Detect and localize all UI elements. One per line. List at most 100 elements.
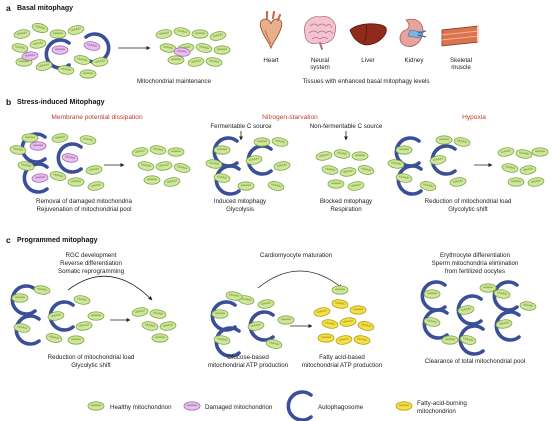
damaged-mitochondrion [61,152,79,164]
erythro-line-1: Erythrocyte differentiation [439,252,511,259]
healthy-mitochondrion [356,163,376,177]
healthy-mitochondrion [10,42,30,54]
fermentable-label: Fermentable C source [210,123,272,130]
healthy-mitochondrion [140,320,160,332]
healthy-mitochondrion [136,160,156,172]
fatty-acid-mitochondrion [331,298,349,310]
healthy-mitochondrion [154,28,174,40]
blocked-caption-1: Blocked mitophagy [319,198,373,205]
blocked-caption-2: Respiration [330,206,362,213]
healthy-mitochondrion [213,45,231,55]
damaged-mitochondrion [31,172,49,184]
healthy-mitochondrion [57,64,75,76]
fatty-acid-mitochondrion [353,334,371,346]
healthy-mitochondrion [257,298,275,310]
membrane-heading: Membrane potential dissipation [51,114,143,121]
rgc-line-3: Somatic reprogramming [57,268,125,275]
tissue-label-heart: Heart [263,57,279,64]
healthy-mitochondrion [205,56,223,68]
curve-arrow-cardio [257,270,343,289]
healthy-mitochondrion [50,132,70,144]
erythro-line-3: from fertilized oocytes [444,268,506,275]
healthy-mitochondrion [225,290,243,302]
nonfermentable-label: Non-fermentable C source [309,123,383,130]
healthy-mitochondrion [331,285,349,295]
healthy-mitochondrion [327,179,345,189]
healthy-mitochondrion [49,29,67,39]
fatty-acid-mitochondrion [312,306,332,318]
induced-caption-2: Glycolysis [226,206,254,213]
healthy-mitochondrion [78,134,98,146]
autophagosome [286,390,313,421]
hypoxia-caption-1: Reduction of mitochondrial load [424,198,512,205]
healthy-mitochondrion [87,401,105,411]
damaged-mitochondrion [51,45,69,55]
healthy-mitochondrion [11,293,29,303]
panel-c-title: Programmed mitophagy [17,237,98,244]
healthy-mitochondrion [85,164,103,176]
erythro-line-2: Sperm mitochondria elimination [431,260,519,267]
healthy-mitochondrion [314,150,334,162]
healthy-mitochondrion [172,161,192,175]
healthy-mitochondrion [387,158,405,170]
heart-icon [259,10,283,50]
healthy-mitochondrion [531,147,549,157]
damaged-mitochondrion [82,40,102,52]
healthy-mitochondrion [159,320,177,332]
healthy-mitochondrion [44,331,64,345]
healthy-mitochondrion [86,180,106,192]
healthy-mitochondrion [72,294,92,306]
tissue-label-kidney: Kidney [404,57,424,64]
healthy-mitochondrion [143,175,161,185]
rgc-caption-2: Glycolytic shift [71,362,111,369]
healthy-mitochondrion [194,41,214,55]
healthy-mitochondrion [30,21,50,35]
healthy-mitochondrion [452,136,472,148]
healthy-mitochondrion [48,169,68,183]
healthy-mitochondrion [33,284,51,296]
induced-caption-1: Induced mitophagy [213,198,267,205]
panel-c-letter: c [6,235,11,245]
healthy-mitochondrion [515,148,533,160]
healthy-mitochondrion [507,177,525,187]
healthy-mitochondrion [72,53,92,67]
healthy-mitochondrion [167,55,185,65]
healthy-mitochondrion [66,23,86,37]
panel-a-title: Basal mitophagy [17,5,74,12]
healthy-mitochondrion [273,160,291,172]
healthy-mitochondrion [351,151,369,161]
healthy-mitochondrion [423,289,441,299]
healthy-mitochondrion [266,179,286,193]
rgc-line-2: Reverse differentiation [60,260,122,267]
healthy-mitochondrion [449,176,467,188]
nitrogen-heading: Nitrogen-starvation [262,114,318,121]
healthy-mitochondrion [519,164,537,176]
healthy-mitochondrion [277,315,295,325]
kidney-icon [399,18,427,47]
healthy-mitochondrion [346,180,366,192]
damaged-mitochondrion [183,401,201,411]
fatty-acid-mitochondrion [356,319,376,333]
healthy-mitochondrion [395,145,413,155]
tissue-label-muscle: Skeletal muscle [443,57,479,72]
tissue-label-liver: Liver [361,57,375,64]
healthy-mitochondrion [29,38,47,50]
hypoxia-heading: Hypoxia [462,114,486,121]
healthy-mitochondrion [333,148,351,160]
healthy-mitochondrion [264,337,284,351]
glucose-caption-1: Glucose-based [227,354,269,361]
healthy-mitochondrion [253,137,271,147]
healthy-mitochondrion [21,133,39,143]
healthy-mitochondrion [130,306,150,318]
healthy-mitochondrion [75,320,93,332]
healthy-mitochondrion [172,26,192,38]
panel-b-title: Stress-induced Mitophagy [17,99,105,106]
liver-icon [349,23,387,46]
tissues-caption: Tissues with enhanced basal mitophagy le… [302,78,430,85]
fatty-acid-mitochondrion [349,305,367,315]
healthy-mitochondrion [237,181,255,191]
cardio-heading: Cardiomyocyte maturation [259,252,333,259]
legend-damaged-label: Damaged mitochondrion [205,404,273,411]
rgc-line-1: RGC development [65,252,117,259]
